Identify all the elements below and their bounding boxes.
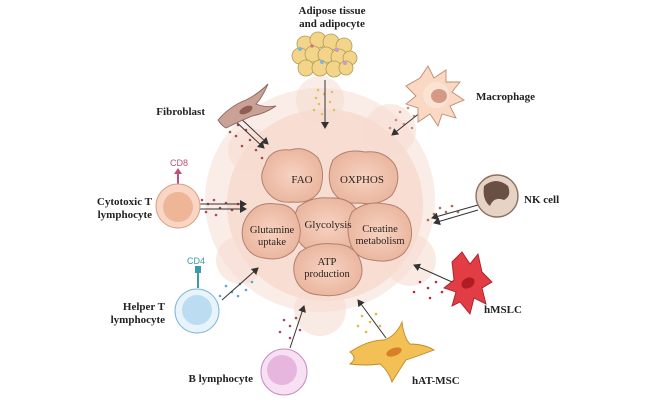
fibroblast-illustration <box>217 83 277 129</box>
label-hmslc: hMSLC <box>484 304 522 316</box>
process-oxphos: OXPHOS <box>340 174 384 186</box>
tumor-cell-oxphos <box>328 150 399 205</box>
process-atp-line1: ATP <box>318 257 337 268</box>
adipose-tissue-illustration <box>291 31 358 78</box>
cytotoxic-t-illustration <box>155 168 201 229</box>
dots-hmslc <box>412 280 444 300</box>
hmslc-illustration <box>443 251 493 315</box>
center-processes: FAO OXPHOS Glycolysis Glutamine uptake C… <box>250 174 405 280</box>
b-lymphocyte-illustration <box>260 348 308 396</box>
label-b-lymphocyte: B lymphocyte <box>189 373 254 385</box>
arrow-nk-b <box>433 209 479 226</box>
dots-fibroblast <box>228 123 264 160</box>
process-glutamine-line1: Glutamine <box>250 225 295 236</box>
arrow-hmslc <box>413 263 453 283</box>
hat-msc-illustration <box>348 320 436 384</box>
label-adipose-line1: Adipose tissue <box>299 5 366 17</box>
label-macrophage: Macrophage <box>476 91 535 103</box>
arrow-helper <box>221 267 259 301</box>
process-creatine-line2: metabolism <box>356 236 405 247</box>
label-cd8: CD8 <box>170 158 188 168</box>
process-glutamine-line2: uptake <box>258 237 286 248</box>
label-fibroblast: Fibroblast <box>156 106 205 118</box>
tumor-cell-creatine <box>347 202 412 262</box>
label-adipose-line2: and adipocyte <box>299 18 365 30</box>
macrophage-illustration <box>405 65 465 128</box>
dots-hatmsc <box>356 312 382 334</box>
label-cytotoxic-line1: Cytotoxic T <box>97 196 153 208</box>
dots-helper <box>218 280 254 298</box>
tumor-cells <box>241 148 412 297</box>
label-hat-msc: hAT-MSC <box>412 375 460 387</box>
process-glycolysis: Glycolysis <box>304 219 351 231</box>
nk-cell-illustration <box>475 174 519 218</box>
arrow-nk-a <box>431 204 479 221</box>
arrow-blymph <box>289 305 306 349</box>
dots-blymph <box>278 316 302 340</box>
tumor-cell-fao <box>261 148 324 203</box>
tumor-cell-glutamine <box>241 203 301 260</box>
label-helper-line2: lymphocyte <box>111 314 166 326</box>
process-atp-line2: production <box>304 269 350 280</box>
arrows <box>200 80 479 349</box>
process-fao: FAO <box>291 174 312 186</box>
process-creatine-line1: Creatine <box>362 224 398 235</box>
label-cd4: CD4 <box>187 256 205 266</box>
helper-t-illustration <box>174 266 220 334</box>
label-helper-line1: Helper T <box>123 301 166 313</box>
label-cytotoxic-line2: lymphocyte <box>98 209 153 221</box>
tumor-cell-atp <box>293 243 363 297</box>
label-nk-cell: NK cell <box>524 194 559 206</box>
arrow-hatmsc <box>357 299 387 339</box>
